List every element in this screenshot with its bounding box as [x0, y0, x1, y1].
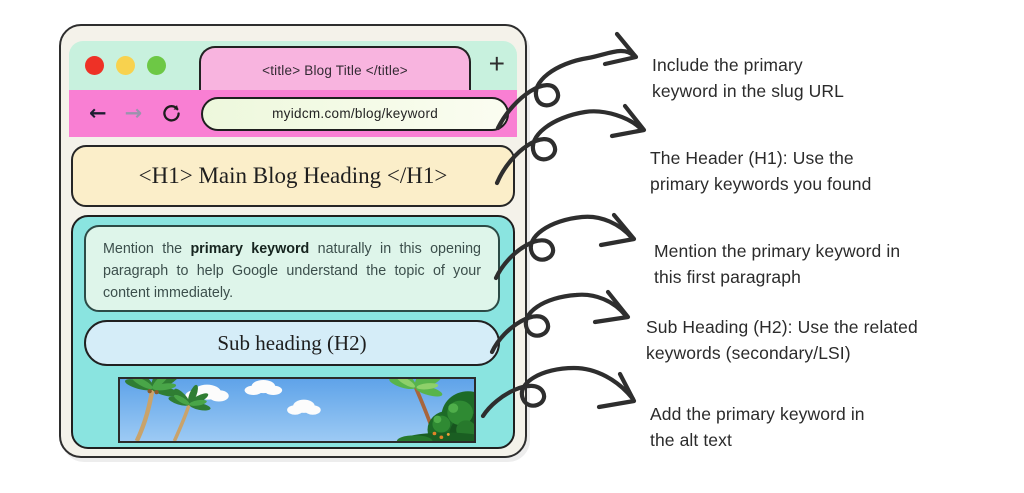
intro-paragraph: Mention the primary keyword naturally in…	[84, 225, 500, 312]
h2-subheading-block: Sub heading (H2)	[84, 320, 500, 366]
back-button[interactable]: ←	[89, 101, 107, 125]
forward-button[interactable]: →	[124, 101, 143, 125]
new-tab-button[interactable]: +	[488, 48, 505, 79]
annotation-first-paragraph: Mention the primary keyword in this firs…	[654, 238, 900, 290]
annotation-line: The Header (H1): Use the	[650, 148, 854, 168]
hero-image	[118, 377, 476, 443]
annotation-alt-text: Add the primary keyword in the alt text	[650, 401, 865, 453]
annotation-slug-url: Include the primary keyword in the slug …	[652, 52, 844, 104]
h1-text: <H1> Main Blog Heading </H1>	[138, 163, 448, 188]
h2-text: Sub heading (H2)	[217, 330, 367, 355]
paragraph-primary-keyword: primary keyword	[190, 241, 310, 257]
palm-tree-icon	[389, 379, 443, 436]
annotation-line: Sub Heading (H2): Use the related	[646, 317, 918, 337]
cloud-icon	[185, 379, 321, 415]
annotation-line: Mention the primary keyword in	[654, 241, 901, 261]
reload-button[interactable]	[160, 102, 183, 125]
annotation-line: Add the primary keyword in	[650, 404, 865, 424]
paragraph-pre: Mention the	[103, 241, 191, 257]
annotation-line: this first paragraph	[654, 267, 801, 287]
annotation-line: keyword in the slug URL	[652, 81, 844, 101]
url-field[interactable]: myidcm.com/blog/keyword	[201, 96, 509, 131]
palm-tree-icon	[168, 384, 211, 441]
reload-icon	[163, 105, 180, 122]
tropical-banner-illustration	[120, 379, 474, 441]
annotation-line: the alt text	[650, 430, 732, 450]
annotation-header-h1: The Header (H1): Use the primary keyword…	[650, 145, 871, 197]
browser-window: <title> Blog Title </title> + ← → myidcm…	[59, 24, 527, 458]
browser-tab[interactable]: <title> Blog Title </title>	[199, 46, 471, 92]
minimize-button[interactable]	[116, 56, 135, 75]
annotation-line: Include the primary	[652, 55, 803, 75]
maximize-button[interactable]	[147, 56, 166, 75]
tab-title: <title> Blog Title </title>	[262, 62, 408, 78]
annotation-line: primary keywords you found	[650, 174, 872, 194]
url-text: myidcm.com/blog/keyword	[272, 106, 439, 121]
palm-tree-icon	[125, 379, 181, 441]
page-content-block: Mention the primary keyword naturally in…	[71, 215, 515, 449]
annotation-line: keywords (secondary/LSI)	[646, 343, 851, 363]
bush-icon	[396, 391, 474, 441]
paragraph-post: naturally in this opening paragraph to h…	[103, 241, 481, 302]
url-toolbar: ← → myidcm.com/blog/keyword	[69, 90, 517, 137]
h1-heading-block: <H1> Main Blog Heading </H1>	[71, 145, 515, 207]
close-button[interactable]	[85, 56, 104, 75]
annotation-subheading-h2: Sub Heading (H2): Use the related keywor…	[646, 314, 918, 366]
